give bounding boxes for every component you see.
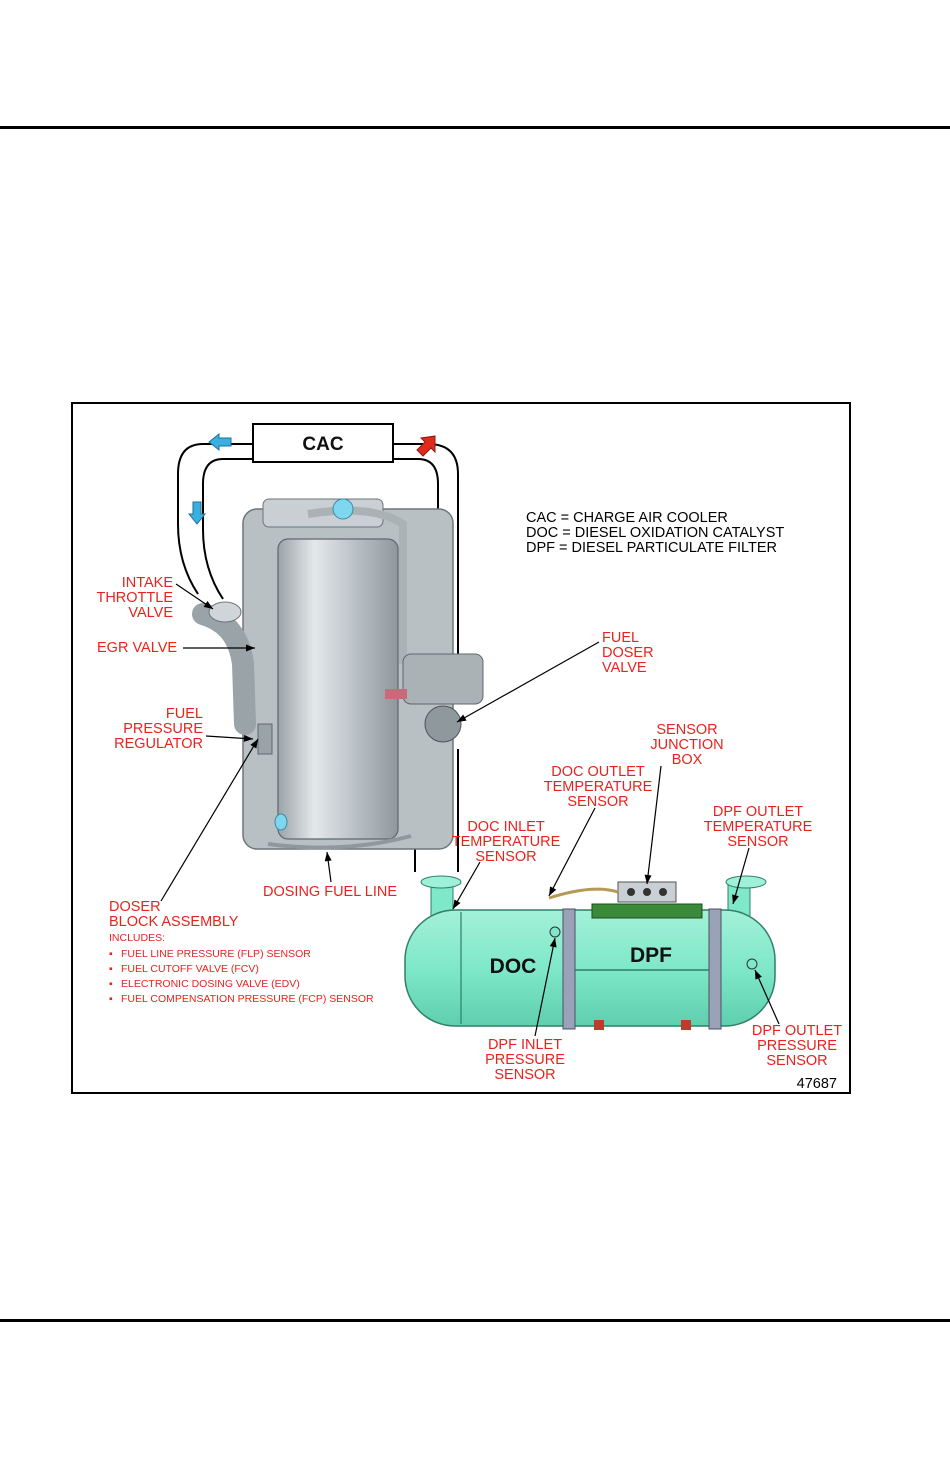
label-doc-inlet-temperature-sensor: DOC INLET TEMPERATURE SENSOR (452, 819, 561, 865)
leader-dpf-outlet-pressure-sensor (754, 969, 780, 1025)
svg-text:DPF OUTLET: DPF OUTLET (752, 1023, 842, 1039)
cac-loop-left (177, 443, 253, 595)
top-rule (0, 126, 950, 129)
engine-aftertreatment-diagram: CAC CAC = CHARGE AIR COOLER DOC = DIESEL… (96, 423, 842, 1092)
leader-fuel-doser-valve-arrowhead-icon (457, 714, 467, 722)
label-egr-valve: EGR VALVE (97, 640, 177, 656)
leader-dpf-inlet-pressure-sensor-arrowhead-icon (549, 938, 557, 948)
label-fuel-doser-valve: FUEL DOSER VALVE (602, 630, 654, 676)
svg-text:▪: ▪ (109, 948, 113, 960)
engine-illustration (192, 498, 484, 850)
hot-arrow-upright-icon (416, 435, 436, 457)
label-dosing-fuel-line: DOSING FUEL LINE (263, 884, 397, 900)
svg-text:DOC INLET: DOC INLET (467, 819, 544, 835)
bottom-rule (0, 1319, 950, 1322)
label-sensor-junction-box: SENSOR JUNCTION BOX (650, 722, 723, 768)
label-intake-throttle-valve: INTAKE THROTTLE VALVE (96, 575, 173, 621)
svg-text:SENSOR: SENSOR (567, 794, 628, 810)
label-dpf-inlet-pressure-sensor: DPF INLET PRESSURE SENSOR (485, 1037, 565, 1083)
cac-loop-right-inner (393, 458, 439, 654)
leader-doser-block-assembly (160, 738, 259, 902)
svg-text:FUEL: FUEL (166, 706, 203, 722)
svg-text:DOSING FUEL LINE: DOSING FUEL LINE (263, 884, 397, 900)
cac-loop-left-inner (202, 458, 253, 600)
svg-text:TEMPERATURE: TEMPERATURE (544, 779, 653, 795)
svg-text:▪: ▪ (109, 993, 113, 1005)
label-doc-outlet-temperature-sensor: DOC OUTLET TEMPERATURE SENSOR (544, 764, 653, 810)
svg-text:SENSOR: SENSOR (727, 834, 788, 850)
svg-text:VALVE: VALVE (602, 660, 647, 676)
svg-text:EGR VALVE: EGR VALVE (97, 640, 177, 656)
svg-text:DOSER: DOSER (109, 899, 161, 915)
cac-box-label: CAC (302, 434, 343, 455)
svg-text:FUEL: FUEL (602, 630, 639, 646)
svg-text:PRESSURE: PRESSURE (123, 721, 203, 737)
leader-sensor-junction-box-arrowhead-icon (644, 874, 652, 884)
leader-dpf-outlet-temperature-sensor (732, 847, 750, 905)
aftertreatment-assembly: DOC DPF (404, 875, 776, 1030)
svg-text:VALVE: VALVE (128, 605, 173, 621)
leader-fuel-pressure-regulator-arrowhead-icon (243, 734, 253, 742)
svg-text:DOSER: DOSER (602, 645, 654, 661)
svg-text:SENSOR: SENSOR (494, 1067, 555, 1083)
leader-sensor-junction-box (646, 765, 662, 885)
leader-doc-outlet-temperature-sensor (548, 807, 596, 897)
svg-text:DPF INLET: DPF INLET (488, 1037, 562, 1053)
aftertreatment-tank (404, 909, 776, 1027)
leader-doc-outlet-temperature-sensor-arrowhead-icon (549, 886, 557, 896)
label-dpf-outlet-temperature-sensor: DPF OUTLET TEMPERATURE SENSOR (704, 804, 813, 850)
figure-number: 47687 (797, 1076, 837, 1092)
svg-text:BOX: BOX (672, 752, 703, 768)
label-doser-block-assembly: DOSER BLOCK ASSEMBLY INCLUDES: ▪ FUEL LI… (109, 899, 374, 1005)
legend-line-1: CAC = CHARGE AIR COOLER (526, 510, 728, 526)
svg-text:TEMPERATURE: TEMPERATURE (452, 834, 561, 850)
svg-text:SENSOR: SENSOR (656, 722, 717, 738)
doc-tank-label: DOC (490, 955, 537, 978)
svg-text:INTAKE: INTAKE (122, 575, 174, 591)
leader-dpf-outlet-pressure-sensor-arrowhead-icon (755, 970, 762, 980)
cool-arrow-down-icon (187, 501, 207, 525)
svg-text:PRESSURE: PRESSURE (485, 1052, 565, 1068)
dpf-tank-label: DPF (630, 944, 672, 967)
svg-text:BLOCK ASSEMBLY: BLOCK ASSEMBLY (109, 914, 239, 930)
label-fuel-pressure-regulator: FUEL PRESSURE REGULATOR (114, 706, 203, 752)
leader-egr-valve-arrowhead-icon (246, 644, 255, 652)
includes-item-2: FUEL CUTOFF VALVE (FCV) (121, 963, 259, 975)
leader-intake-throttle-valve-arrowhead-icon (203, 601, 213, 609)
svg-text:DPF OUTLET: DPF OUTLET (713, 804, 803, 820)
leader-fuel-doser-valve (456, 641, 600, 723)
figure-frame: CAC CAC = CHARGE AIR COOLER DOC = DIESEL… (71, 402, 851, 1094)
includes-heading: INCLUDES: (109, 932, 165, 944)
cac-box (252, 423, 394, 463)
svg-text:▪: ▪ (109, 978, 113, 990)
svg-text:TEMPERATURE: TEMPERATURE (704, 819, 813, 835)
svg-text:REGULATOR: REGULATOR (114, 736, 203, 752)
svg-text:SENSOR: SENSOR (766, 1053, 827, 1069)
leader-dosing-fuel-line-arrowhead-icon (324, 852, 332, 862)
leader-doc-inlet-temperature-sensor (452, 861, 481, 910)
includes-item-4: FUEL COMPENSATION PRESSURE (FCP) SENSOR (121, 993, 374, 1005)
leader-dpf-inlet-pressure-sensor (534, 937, 556, 1037)
leader-dpf-outlet-temperature-sensor-arrowhead-icon (732, 894, 739, 904)
legend-line-2: DOC = DIESEL OXIDATION CATALYST (526, 525, 784, 541)
leader-lines (160, 583, 780, 1037)
svg-text:PRESSURE: PRESSURE (757, 1038, 837, 1054)
label-dpf-outlet-pressure-sensor: DPF OUTLET PRESSURE SENSOR (752, 1023, 842, 1069)
leader-doc-inlet-temperature-sensor-arrowhead-icon (453, 899, 461, 909)
leader-doser-block-assembly-arrowhead-icon (250, 739, 258, 749)
svg-text:DOC OUTLET: DOC OUTLET (551, 764, 645, 780)
legend-line-3: DPF = DIESEL PARTICULATE FILTER (526, 540, 777, 556)
svg-text:THROTTLE: THROTTLE (96, 590, 173, 606)
includes-item-3: ELECTRONIC DOSING VALVE (EDV) (121, 978, 300, 990)
includes-item-1: FUEL LINE PRESSURE (FLP) SENSOR (121, 948, 311, 960)
svg-text:JUNCTION: JUNCTION (650, 737, 723, 753)
svg-text:▪: ▪ (109, 963, 113, 975)
cool-arrow-left-icon (208, 432, 232, 452)
svg-text:SENSOR: SENSOR (475, 849, 536, 865)
